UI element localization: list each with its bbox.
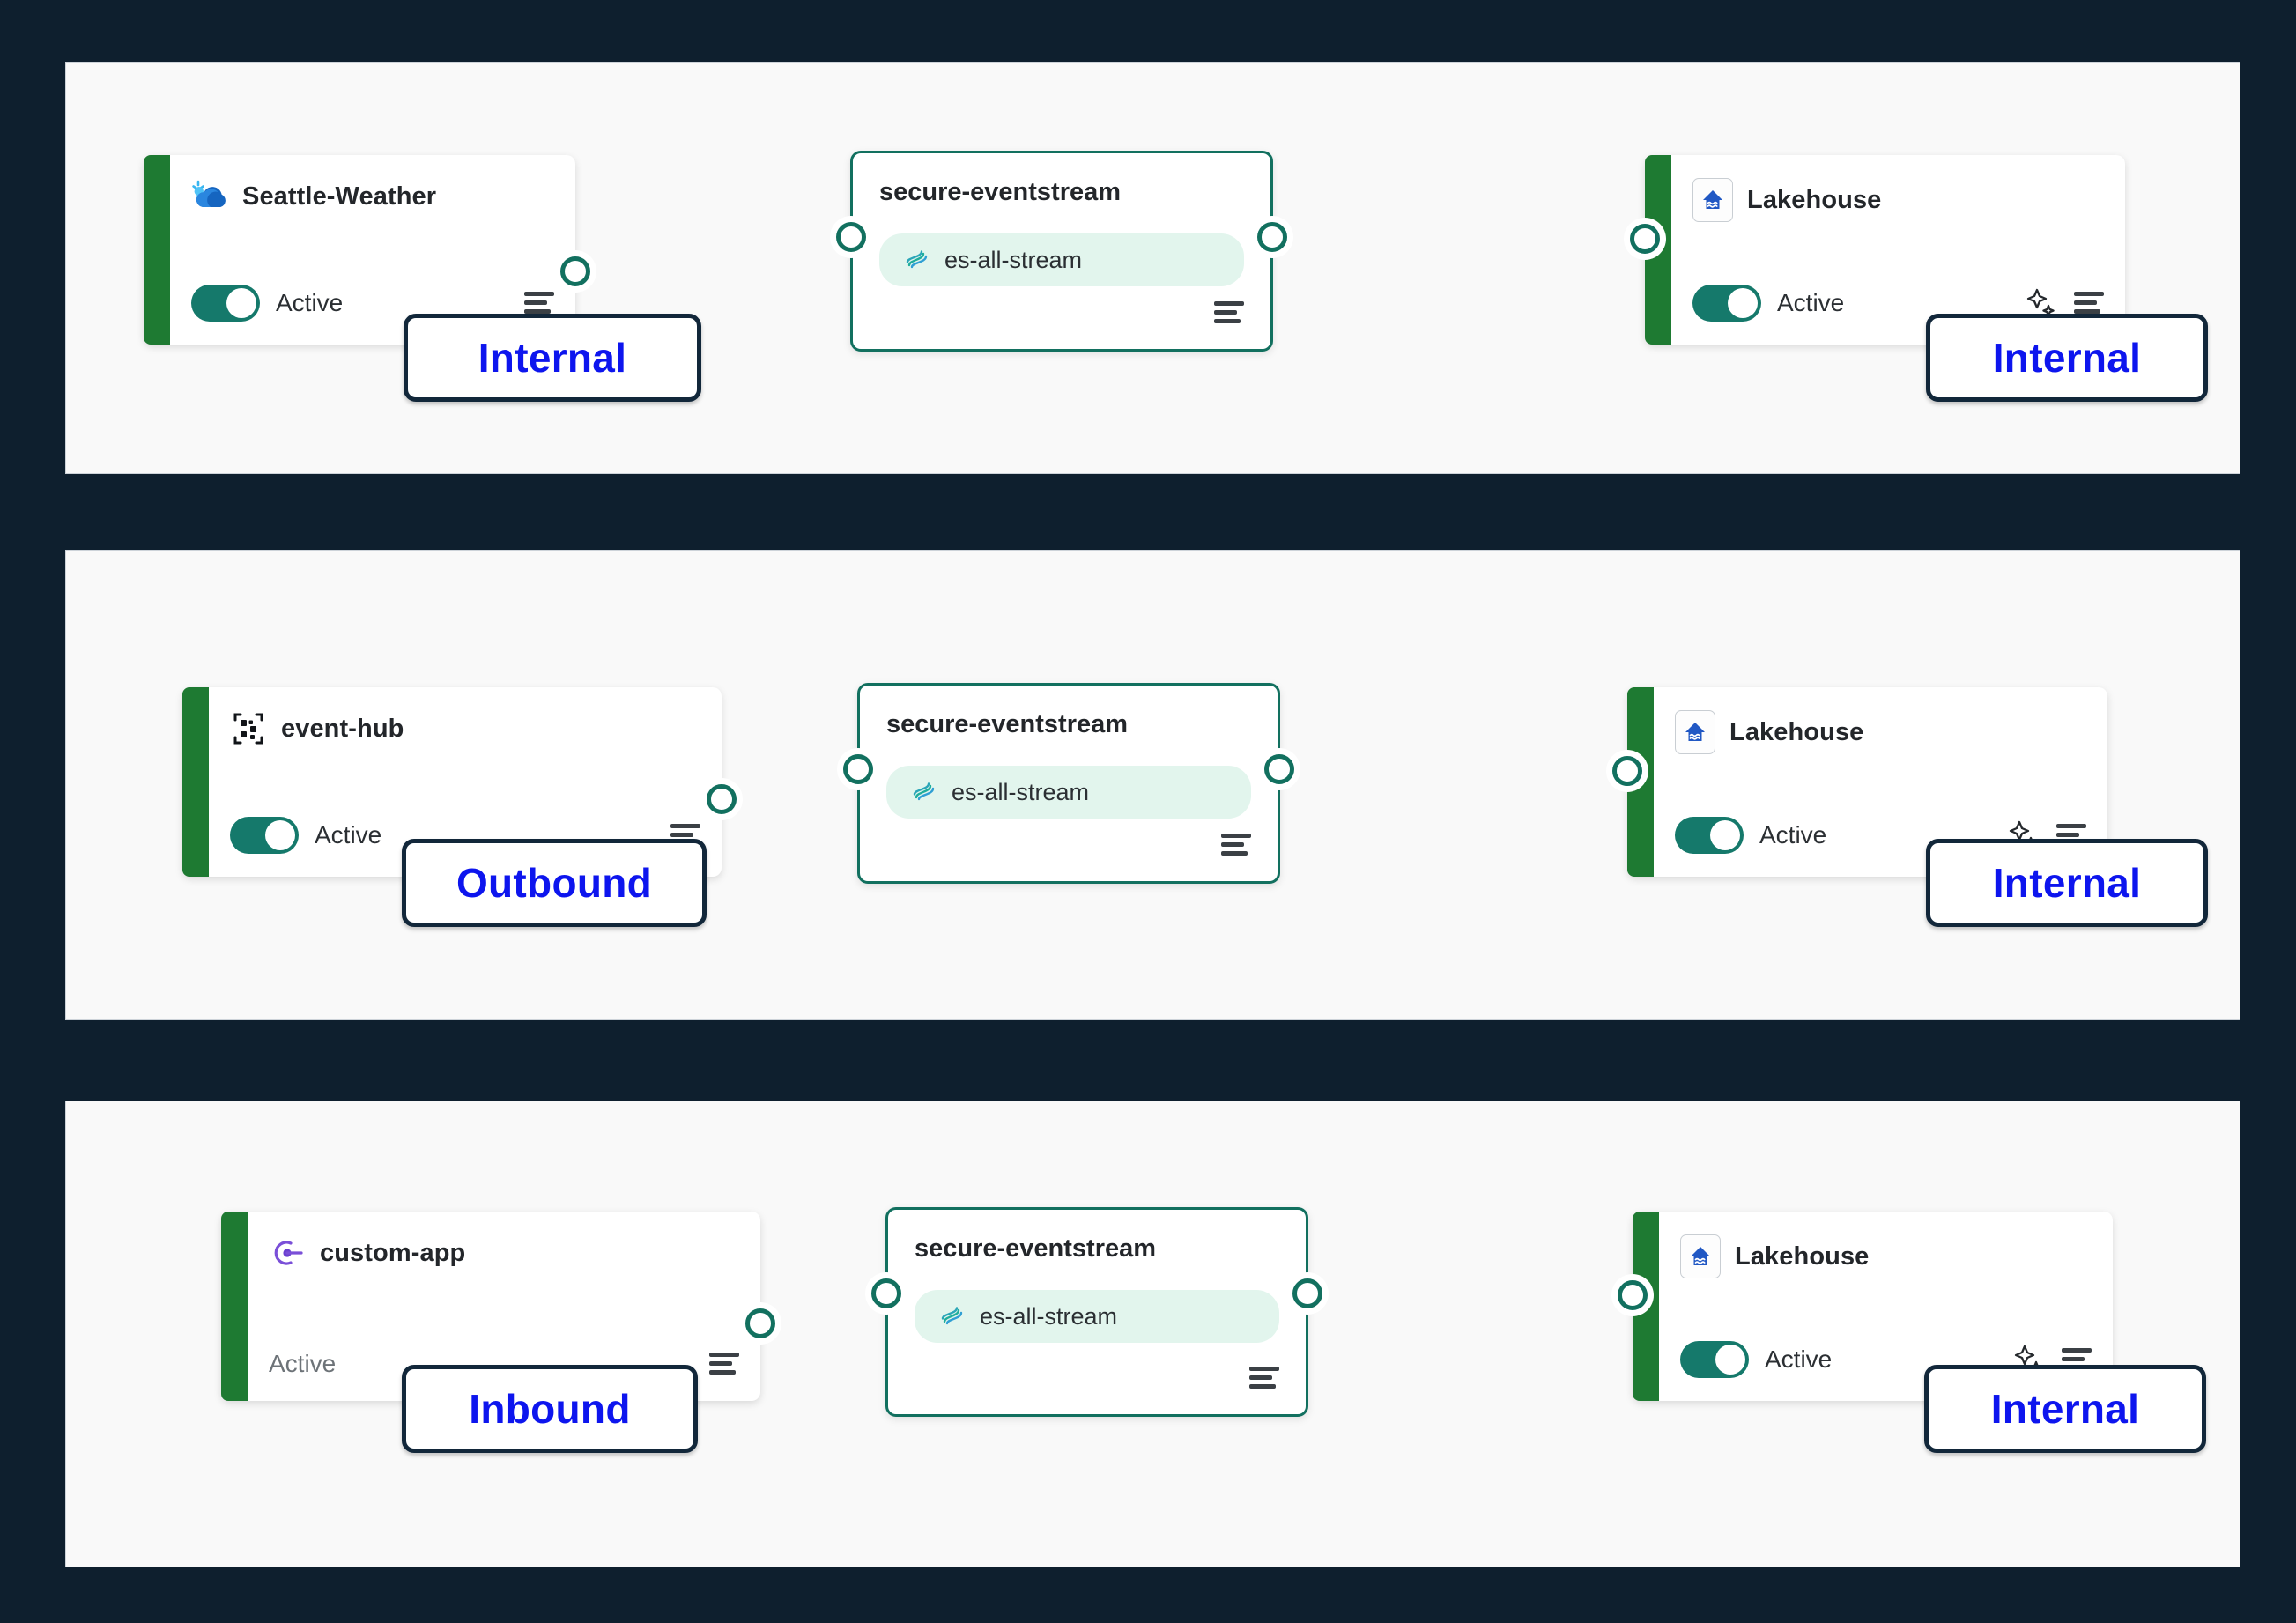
lakehouse-icon [1692, 178, 1733, 222]
active-toggle[interactable] [230, 817, 299, 854]
node-status-rail [221, 1212, 248, 1401]
lakehouse-icon [1675, 710, 1715, 754]
active-toggle[interactable] [191, 285, 260, 322]
status-label: Active [1765, 1345, 1833, 1373]
eventstream-title: secure-eventstream [886, 710, 1129, 738]
active-toggle[interactable] [1680, 1341, 1749, 1378]
input-port[interactable] [1630, 224, 1660, 254]
badge-label: Outbound [455, 860, 653, 906]
eventstream-title: secure-eventstream [879, 178, 1122, 206]
node-status-rail [144, 155, 170, 345]
node-status-rail [182, 687, 209, 877]
active-toggle[interactable] [1675, 817, 1744, 854]
input-port[interactable] [871, 1278, 901, 1308]
callout-badge-source-inbound: Inbound [402, 1365, 698, 1453]
node-menu-icon[interactable] [524, 292, 554, 315]
badge-label: Internal [1990, 1386, 2140, 1432]
stream-icon [937, 1301, 966, 1333]
input-port[interactable] [836, 222, 866, 252]
node-eventstream-secure[interactable]: secure-eventstream es-all-stream [871, 1207, 1322, 1417]
stream-icon [902, 244, 930, 277]
callout-badge-destination-internal: Internal [1926, 839, 2208, 927]
event-hub-icon [230, 710, 267, 747]
node-eventstream-secure[interactable]: secure-eventstream es-all-stream [843, 683, 1294, 884]
node-source-custom-app[interactable]: custom-app Active [221, 1212, 775, 1401]
lakehouse-icon [1680, 1234, 1721, 1278]
node-eventstream-secure[interactable]: secure-eventstream es-all-stream [836, 151, 1287, 352]
badge-label: Internal [1992, 860, 2142, 906]
custom-app-icon [269, 1234, 306, 1271]
node-title: Lakehouse [1747, 185, 1882, 214]
stream-pill-label: es-all-stream [980, 1302, 1118, 1330]
stream-pill-label: es-all-stream [952, 778, 1090, 805]
badge-label: Internal [478, 335, 627, 381]
stream-icon [909, 776, 937, 809]
output-port[interactable] [745, 1308, 775, 1338]
panel-row-internal: Seattle-Weather Active secure-eventstrea… [65, 62, 2240, 474]
status-label: Active [1777, 289, 1845, 316]
node-title: Lakehouse [1729, 717, 1864, 746]
stream-pill[interactable]: es-all-stream [915, 1290, 1279, 1343]
callout-badge-source-outbound: Outbound [402, 839, 707, 927]
callout-badge-source-internal: Internal [404, 314, 701, 402]
node-menu-icon[interactable] [1214, 301, 1244, 324]
output-port[interactable] [707, 784, 737, 814]
output-port[interactable] [1292, 1278, 1322, 1308]
stream-pill[interactable]: es-all-stream [886, 766, 1251, 819]
status-label: Active [315, 821, 382, 849]
active-toggle[interactable] [1692, 285, 1761, 322]
callout-badge-destination-internal: Internal [1926, 314, 2208, 402]
node-destination-lakehouse[interactable]: Lakehouse Active [1618, 1212, 2113, 1401]
node-source-seattle-weather[interactable]: Seattle-Weather Active [144, 155, 590, 345]
node-menu-icon[interactable] [709, 1352, 739, 1375]
node-title: Seattle-Weather [242, 182, 437, 211]
weather-cloud-icon [191, 178, 228, 215]
node-destination-lakehouse[interactable]: Lakehouse Active [1630, 155, 2125, 345]
status-label: Active [276, 289, 344, 316]
stream-pill-label: es-all-stream [944, 246, 1083, 273]
status-label: Active [269, 1350, 337, 1377]
panel-row-outbound: event-hub Active secure-eventstream [65, 550, 2240, 1020]
input-port[interactable] [1618, 1280, 1648, 1310]
node-menu-icon[interactable] [2074, 292, 2104, 315]
node-title: event-hub [281, 714, 404, 743]
input-port[interactable] [1612, 756, 1642, 786]
output-port[interactable] [560, 256, 590, 286]
connector-edges [66, 551, 330, 683]
node-menu-icon[interactable] [1249, 1367, 1279, 1390]
input-port[interactable] [843, 754, 873, 784]
stream-pill[interactable]: es-all-stream [879, 233, 1244, 286]
node-menu-icon[interactable] [1221, 834, 1251, 856]
panel-row-inbound: custom-app Active secure-eventstream [65, 1101, 2240, 1567]
output-port[interactable] [1264, 754, 1294, 784]
status-label: Active [1759, 821, 1827, 849]
node-title: custom-app [320, 1238, 466, 1267]
badge-label: Internal [1992, 335, 2142, 381]
badge-label: Inbound [469, 1386, 631, 1432]
output-port[interactable] [1257, 222, 1287, 252]
callout-badge-destination-internal: Internal [1924, 1365, 2206, 1453]
node-title: Lakehouse [1735, 1241, 1870, 1271]
eventstream-title: secure-eventstream [915, 1234, 1157, 1263]
